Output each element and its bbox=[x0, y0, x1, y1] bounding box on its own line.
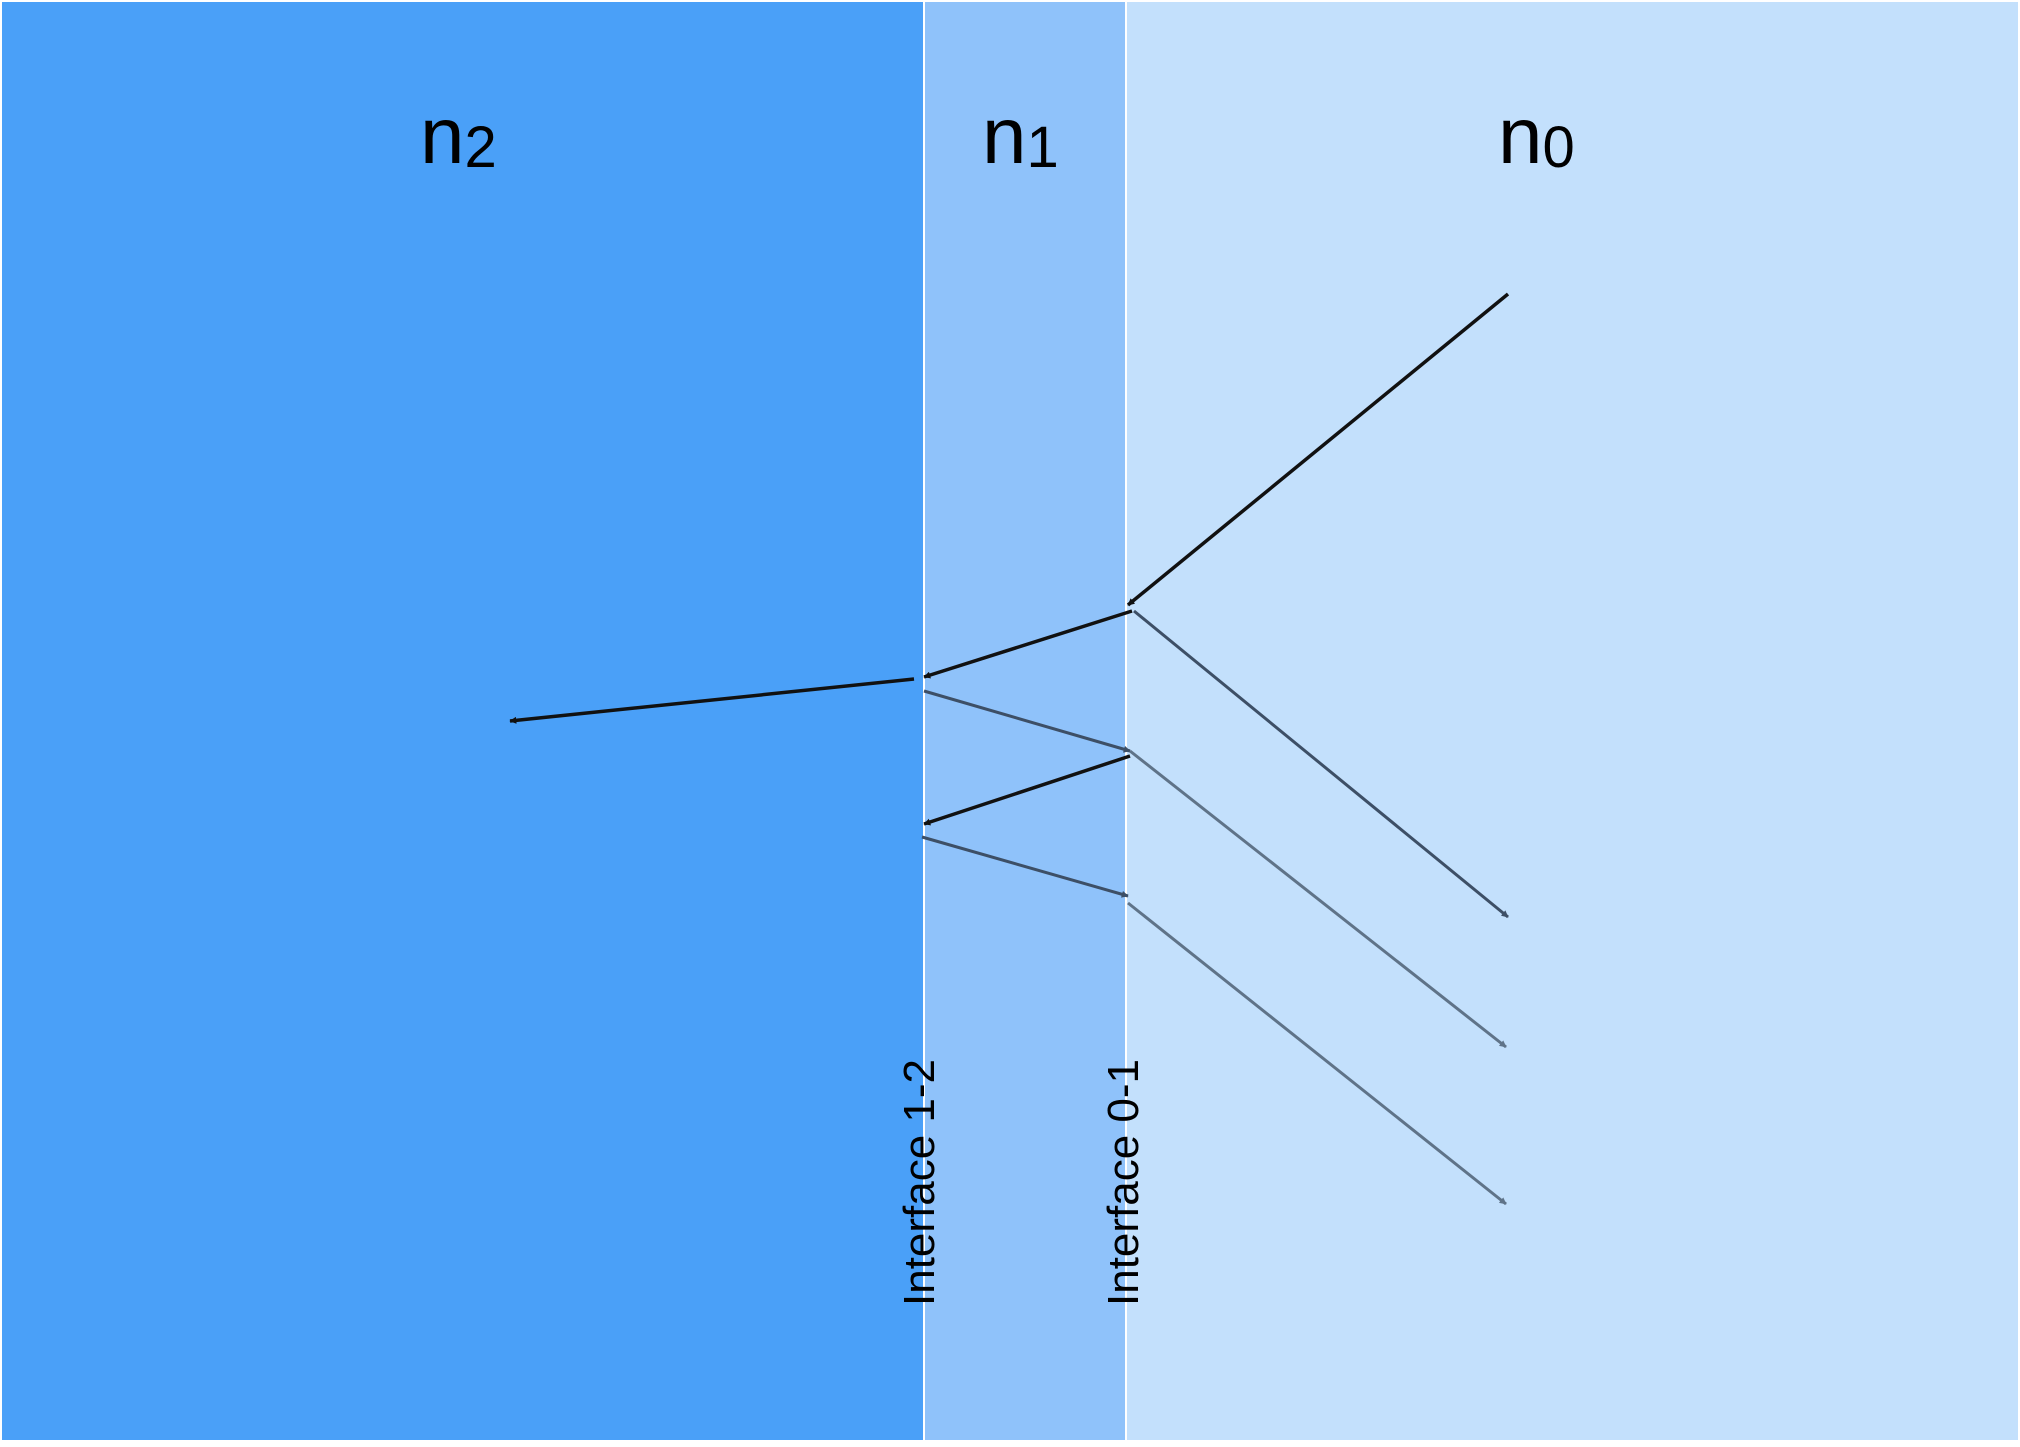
reflected-ray-2 bbox=[1129, 749, 1507, 1049]
medium-n0-label: n0 bbox=[1498, 91, 1575, 180]
medium-n2-label: n2 bbox=[420, 91, 497, 180]
internal-reflection-ray-2 bbox=[921, 835, 1129, 898]
internal-reflection-ray-1 bbox=[923, 689, 1131, 753]
incident-ray bbox=[1126, 292, 1510, 607]
medium-n0-region bbox=[1126, 2, 2018, 1440]
refracted-ray-into-n1-2 bbox=[923, 754, 1131, 826]
medium-n1-label: n1 bbox=[982, 91, 1059, 180]
reflected-ray-3 bbox=[1127, 901, 1507, 1206]
medium-n2-region bbox=[2, 2, 924, 1440]
reflected-ray-1 bbox=[1133, 609, 1509, 919]
refracted-ray-into-n1 bbox=[923, 609, 1133, 679]
interface-1-2-label: Interface 1-2 bbox=[895, 1059, 944, 1306]
interface-0-1-label: Interface 0-1 bbox=[1099, 1059, 1148, 1306]
transmitted-ray-into-n2 bbox=[509, 677, 915, 724]
